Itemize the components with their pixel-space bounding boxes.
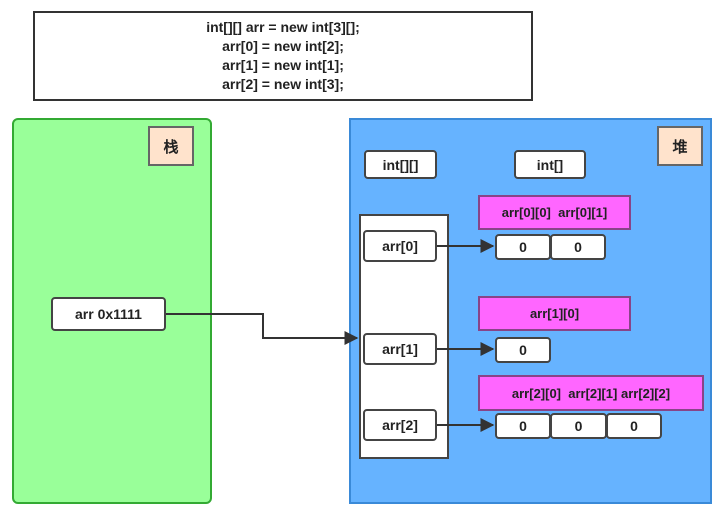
- code-box: int[][] arr = new int[3][]; arr[0] = new…: [33, 11, 533, 101]
- row2-cell-2: 0: [606, 413, 662, 439]
- slot-arr-1: arr[1]: [363, 333, 437, 365]
- row1-cell-0: 0: [495, 337, 551, 363]
- stack-variable-arr: arr 0x1111: [51, 297, 166, 331]
- code-line-1: int[][] arr = new int[3][];: [206, 19, 360, 35]
- slot-arr-2: arr[2]: [363, 409, 437, 441]
- code-line-4: arr[2] = new int[3];: [222, 76, 344, 92]
- row0-cell-1: 0: [550, 234, 606, 260]
- stack-label: 栈: [148, 126, 194, 166]
- heap-label: 堆: [657, 126, 703, 166]
- row1-header: arr[1][0]: [478, 296, 631, 331]
- slot-arr-0: arr[0]: [363, 230, 437, 262]
- inner-type-label: int[]: [514, 150, 586, 179]
- row0-cell-0: 0: [495, 234, 551, 260]
- arrow-stack-to-heap: [166, 313, 359, 345]
- row0-header: arr[0][0] arr[0][1]: [478, 195, 631, 230]
- row2-header: arr[2][0] arr[2][1] arr[2][2]: [478, 375, 704, 411]
- code-line-2: arr[0] = new int[2];: [222, 38, 344, 54]
- code-line-3: arr[1] = new int[1];: [222, 57, 344, 73]
- outer-type-label: int[][]: [364, 150, 437, 179]
